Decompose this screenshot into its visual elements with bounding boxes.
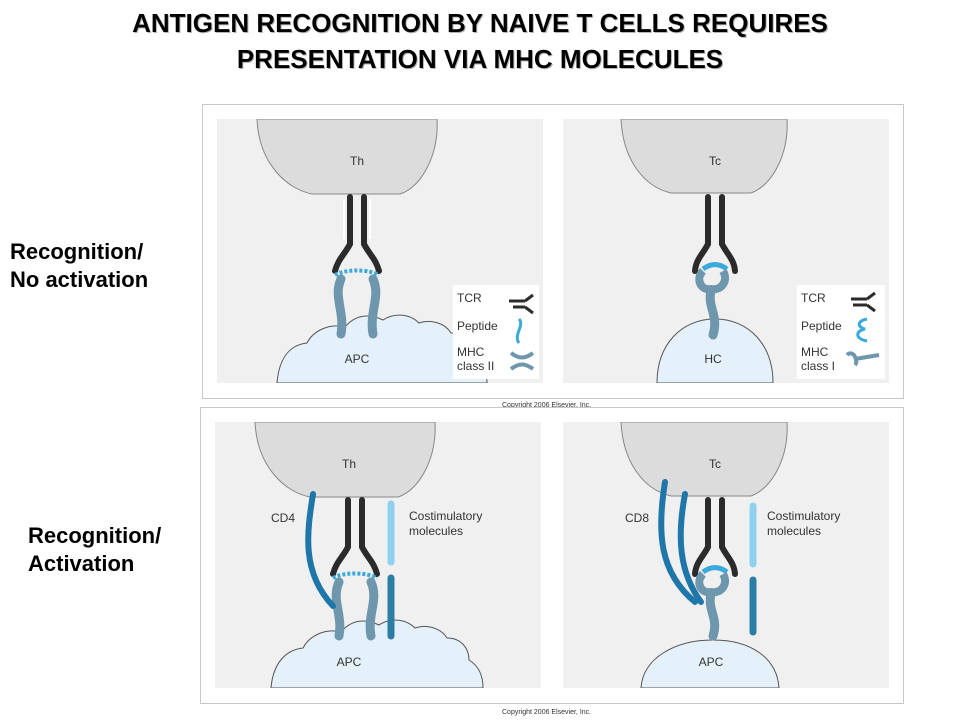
mhc-class-ii [333,274,381,339]
legend-right: TCR Peptide MHC class I [797,285,885,379]
row2-label-line2: Activation [28,551,135,576]
copyright-row1: Copyright 2006 Elsevier, Inc. [502,402,592,409]
t-cell-body [620,119,788,194]
legend-tcr-label: TCR [801,291,826,305]
legend-mhc-label-line1: MHC [801,345,829,359]
apc-label: APC [337,655,362,669]
peptide [701,565,729,575]
legend-icons [509,293,535,371]
peptide [331,571,379,580]
tcr-receptor [330,497,380,577]
legend-mhc-label-line2: class I [801,359,836,373]
legend-mhc-label-line2: class II [457,359,495,373]
costim-label-line1: Costimulatory [409,509,482,523]
legend-peptide-label: Peptide [801,319,842,333]
tcr-icon [509,293,534,315]
legend-icons [845,291,880,367]
legend-tcr-label: TCR [457,291,482,305]
row2-left-diagram: Th APC CD4 Costimulatory molecules [254,422,484,688]
t-cell-label: Tc [709,457,721,471]
row2-label-line1: Recognition/ [28,523,162,548]
mhc-icon [845,351,880,367]
costim-label-line2: molecules [767,524,821,538]
mhc-class-i [695,268,730,340]
tcr-receptor [692,194,738,274]
peptide-icon [515,317,523,344]
row2-right-panel: Tc APC CD8 Costimulatory molecules [563,422,889,688]
peptide [701,262,729,272]
row1-right-panel: Tc HC TCR Peptide MHC class I [563,119,889,383]
row2-figure: Th APC CD4 Costimulatory molecules Tc [200,407,904,704]
tcr-receptor [332,194,382,274]
t-cell-body [256,119,438,195]
peptide [333,268,381,277]
row2-label: Recognition/ Activation [28,522,161,578]
cd4-label: CD4 [271,511,295,525]
hc-label: HC [704,352,722,366]
row1-figure: Th APC TCR Peptide MHC class II [202,104,904,399]
apc-label: APC [345,352,370,366]
legend-left: TCR Peptide MHC class II [453,285,539,379]
t-cell-body [620,422,788,497]
apc-cell-body [270,619,484,688]
cd8-label: CD8 [625,511,649,525]
peptide-icon [856,317,868,343]
cd4-coreceptor [305,491,336,609]
row1-label-line2: No activation [10,267,149,292]
t-cell-label: Th [342,457,356,471]
t-cell-label: Th [350,154,364,168]
t-cell-body [254,422,436,498]
tcr-icon [851,291,876,313]
legend-peptide-label: Peptide [457,319,498,333]
tcr-receptor [692,497,738,577]
cd8-chain-a [658,479,698,605]
row1-label: Recognition/ No activation [10,238,148,294]
mhc-icon [509,351,535,371]
mhc-class-i [695,571,730,641]
copyright-row2: Copyright 2006 Elsevier, Inc. [502,709,592,716]
apc-label: APC [699,655,724,669]
costim-label-line1: Costimulatory [767,509,840,523]
cd8-chain-b [677,491,704,605]
row2-left-panel: Th APC CD4 Costimulatory molecules [215,422,541,688]
costim-label-line2: molecules [409,524,463,538]
row2-right-diagram: Tc APC CD8 Costimulatory molecules [620,422,840,688]
mhc-class-ii [331,577,379,641]
row1-left-panel: Th APC TCR Peptide MHC class II [217,119,543,383]
row1-label-line1: Recognition/ [10,239,144,264]
legend-mhc-label-line1: MHC [457,345,485,359]
t-cell-label: Tc [709,154,721,168]
row1-right-diagram: Tc HC [620,119,788,383]
page-title-line2: PRESENTATION VIA MHC MOLECULES [236,44,724,74]
page-title-line1: ANTIGEN RECOGNITION BY NAIVE T CELLS REQ… [132,8,828,38]
